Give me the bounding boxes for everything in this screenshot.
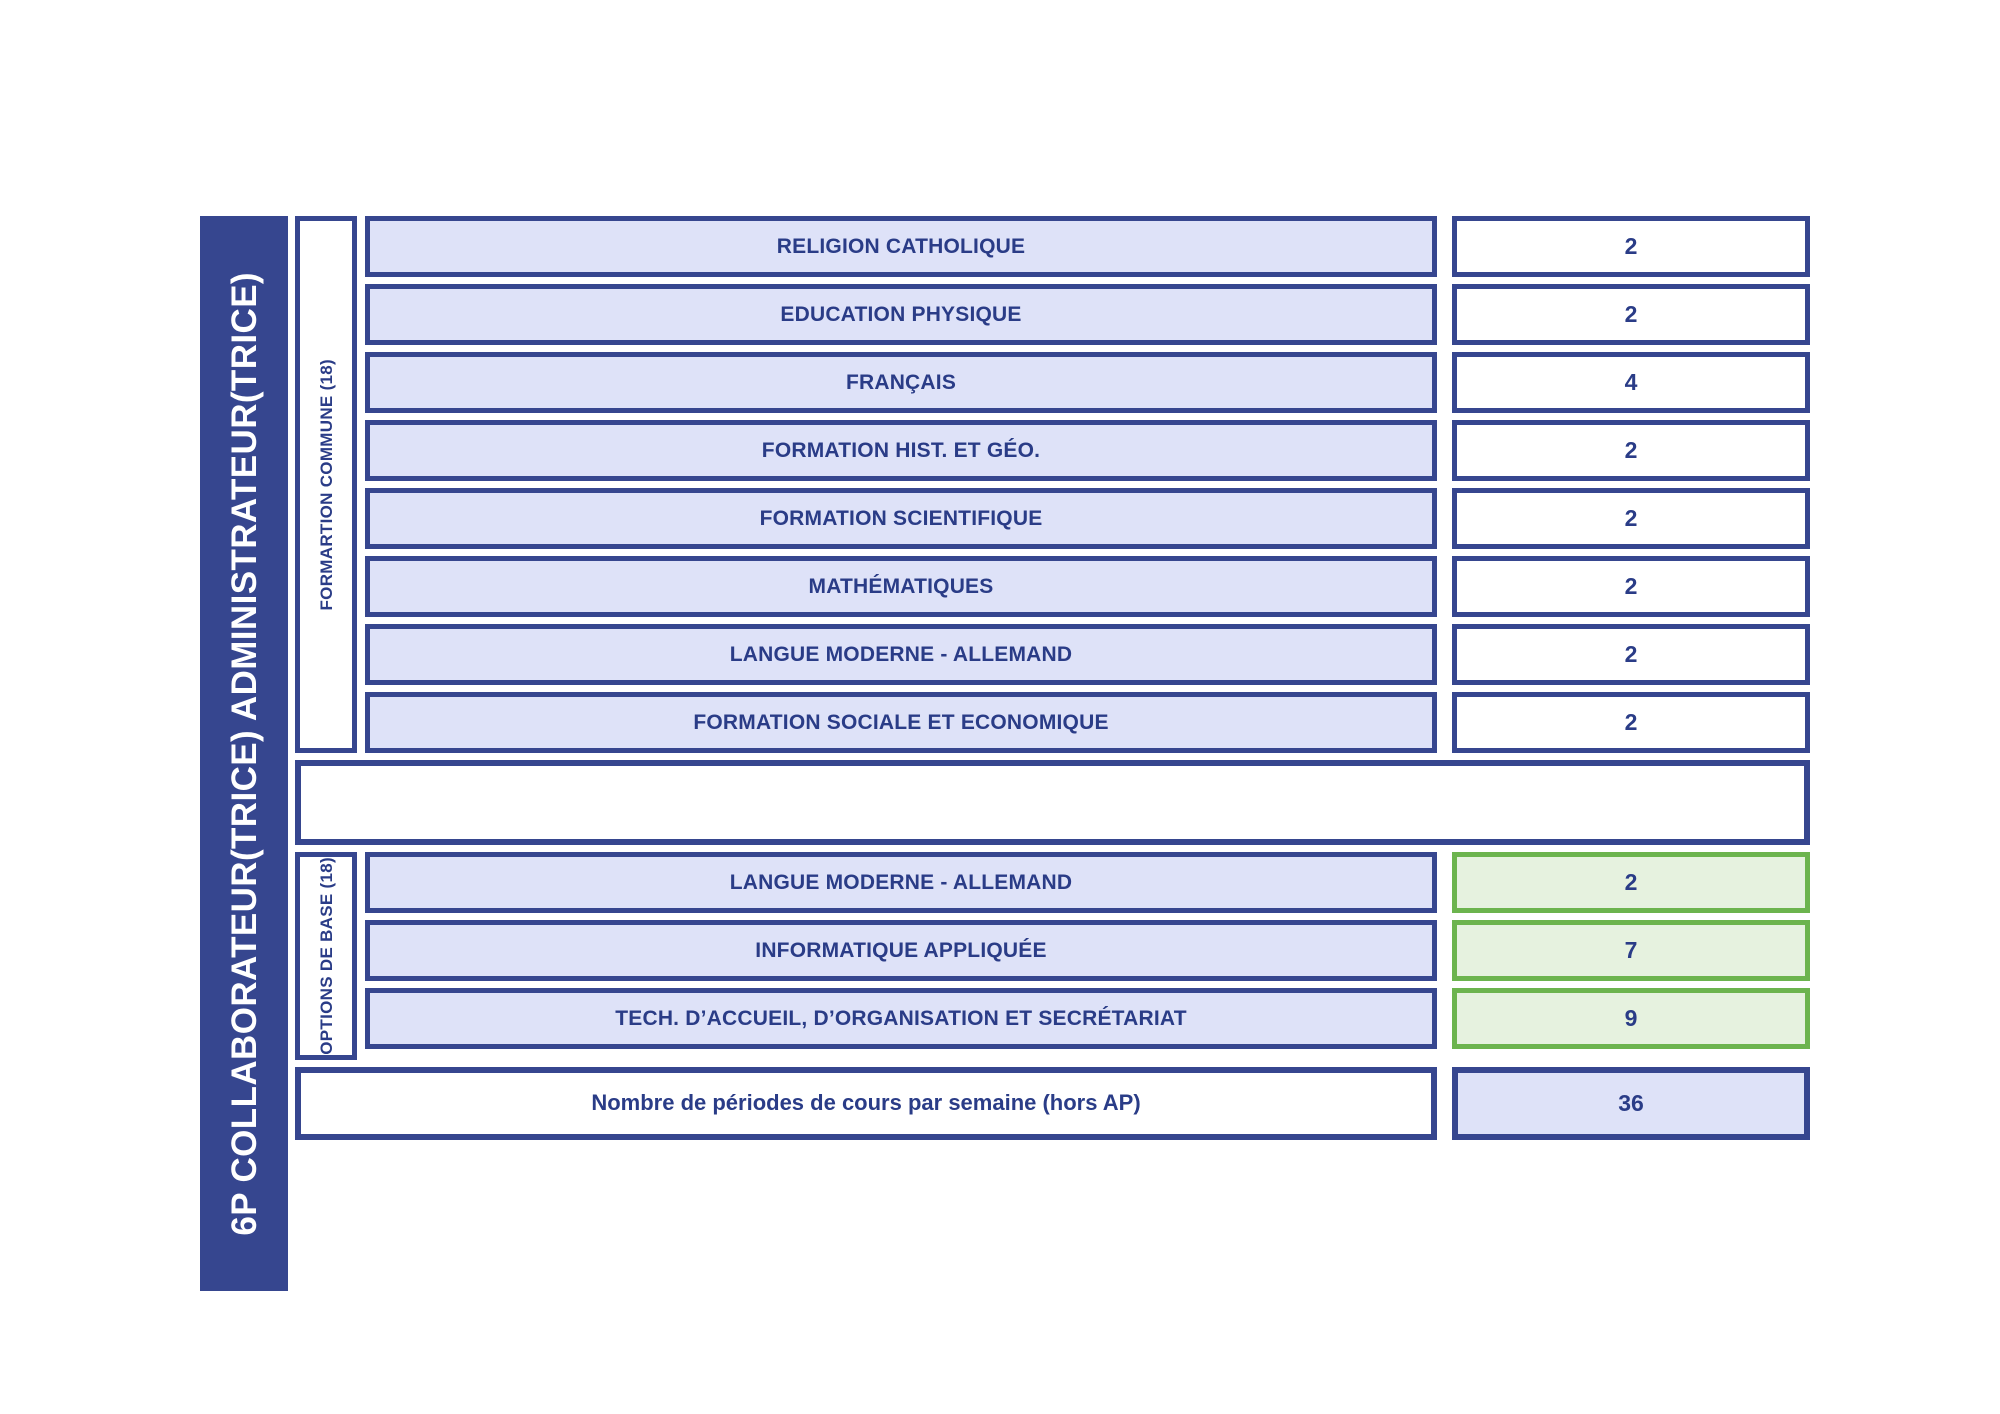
table-row: FORMATION HIST. ET GÉO. 2 [365,420,1810,481]
course-name-cell: EDUCATION PHYSIQUE [365,284,1437,345]
table-row: EDUCATION PHYSIQUE 2 [365,284,1810,345]
table-row: INFORMATIQUE APPLIQUÉE 7 [365,920,1810,981]
course-value-cell: 2 [1452,488,1810,549]
sections-column: FORMARTION COMMUNE (18) RELIGION CATHOLI… [295,216,1810,1291]
course-name-cell: INFORMATIQUE APPLIQUÉE [365,920,1437,981]
empty-spacer-band [295,760,1810,845]
course-value-cell: 2 [1452,556,1810,617]
course-value-cell: 2 [1452,692,1810,753]
course-name-cell: RELIGION CATHOLIQUE [365,216,1437,277]
section-formation-commune: FORMARTION COMMUNE (18) RELIGION CATHOLI… [295,216,1810,753]
course-name-cell: FORMATION SOCIALE ET ECONOMIQUE [365,692,1437,753]
course-name-cell: FRANÇAIS [365,352,1437,413]
course-name-cell: LANGUE MODERNE - ALLEMAND [365,624,1437,685]
program-title-bar: 6P COLLABORATEUR(TRICE) ADMINISTRATEUR(T… [200,216,288,1291]
section-label-options-de-base: OPTIONS DE BASE (18) [295,852,357,1060]
table-row: LANGUE MODERNE - ALLEMAND 2 [365,852,1810,913]
section-label-text: FORMARTION COMMUNE (18) [316,358,336,611]
table-row: MATHÉMATIQUES 2 [365,556,1810,617]
course-name-cell: TECH. D’ACCUEIL, D’ORGANISATION ET SECRÉ… [365,988,1437,1049]
section-label-text: OPTIONS DE BASE (18) [316,857,336,1055]
table-row: FORMATION SOCIALE ET ECONOMIQUE 2 [365,692,1810,753]
course-value-cell: 4 [1452,352,1810,413]
course-name-cell: FORMATION HIST. ET GÉO. [365,420,1437,481]
section-rows-formation-commune: RELIGION CATHOLIQUE 2 EDUCATION PHYSIQUE… [365,216,1810,753]
course-name-cell: MATHÉMATIQUES [365,556,1437,617]
course-value-cell: 2 [1452,852,1810,913]
course-value-cell: 2 [1452,216,1810,277]
total-label: Nombre de périodes de cours par semaine … [295,1066,1437,1140]
table-row: LANGUE MODERNE - ALLEMAND 2 [365,624,1810,685]
course-value-cell: 9 [1452,988,1810,1049]
page-title: 6P COLLABORATEUR(TRICE) ADMINISTRATEUR(T… [224,271,264,1236]
course-name-cell: FORMATION SCIENTIFIQUE [365,488,1437,549]
course-value-cell: 7 [1452,920,1810,981]
course-value-cell: 2 [1452,624,1810,685]
course-value-cell: 2 [1452,284,1810,345]
total-row: Nombre de périodes de cours par semaine … [295,1066,1810,1140]
table-row: FORMATION SCIENTIFIQUE 2 [365,488,1810,549]
program-grid: 6P COLLABORATEUR(TRICE) ADMINISTRATEUR(T… [200,216,1810,1291]
course-name-cell: LANGUE MODERNE - ALLEMAND [365,852,1437,913]
table-row: RELIGION CATHOLIQUE 2 [365,216,1810,277]
section-options-de-base: OPTIONS DE BASE (18) LANGUE MODERNE - AL… [295,852,1810,1060]
table-row: TECH. D’ACCUEIL, D’ORGANISATION ET SECRÉ… [365,988,1810,1049]
table-row: FRANÇAIS 4 [365,352,1810,413]
total-value: 36 [1452,1066,1810,1140]
course-value-cell: 2 [1452,420,1810,481]
section-rows-options-de-base: LANGUE MODERNE - ALLEMAND 2 INFORMATIQUE… [365,852,1810,1060]
section-label-formation-commune: FORMARTION COMMUNE (18) [295,216,357,753]
